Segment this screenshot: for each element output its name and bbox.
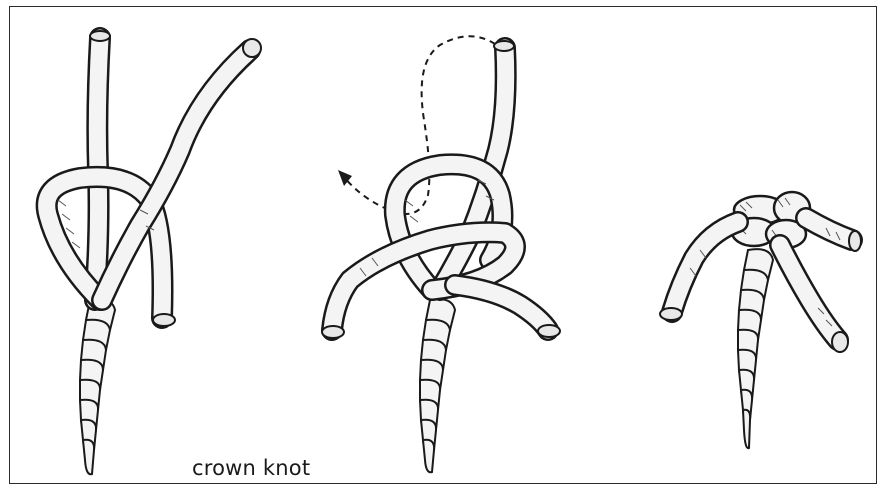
step-2-standing-rope	[420, 299, 455, 472]
step-1-loop-formed	[47, 31, 261, 474]
step-2-strands-tucked	[322, 36, 560, 472]
step-3-crown-finished	[660, 192, 861, 448]
step-2-tuck-path	[343, 36, 495, 214]
step-1-standing-rope	[80, 299, 115, 474]
step-3-standing-rope	[738, 249, 773, 448]
figure-caption: crown knot	[192, 456, 310, 480]
